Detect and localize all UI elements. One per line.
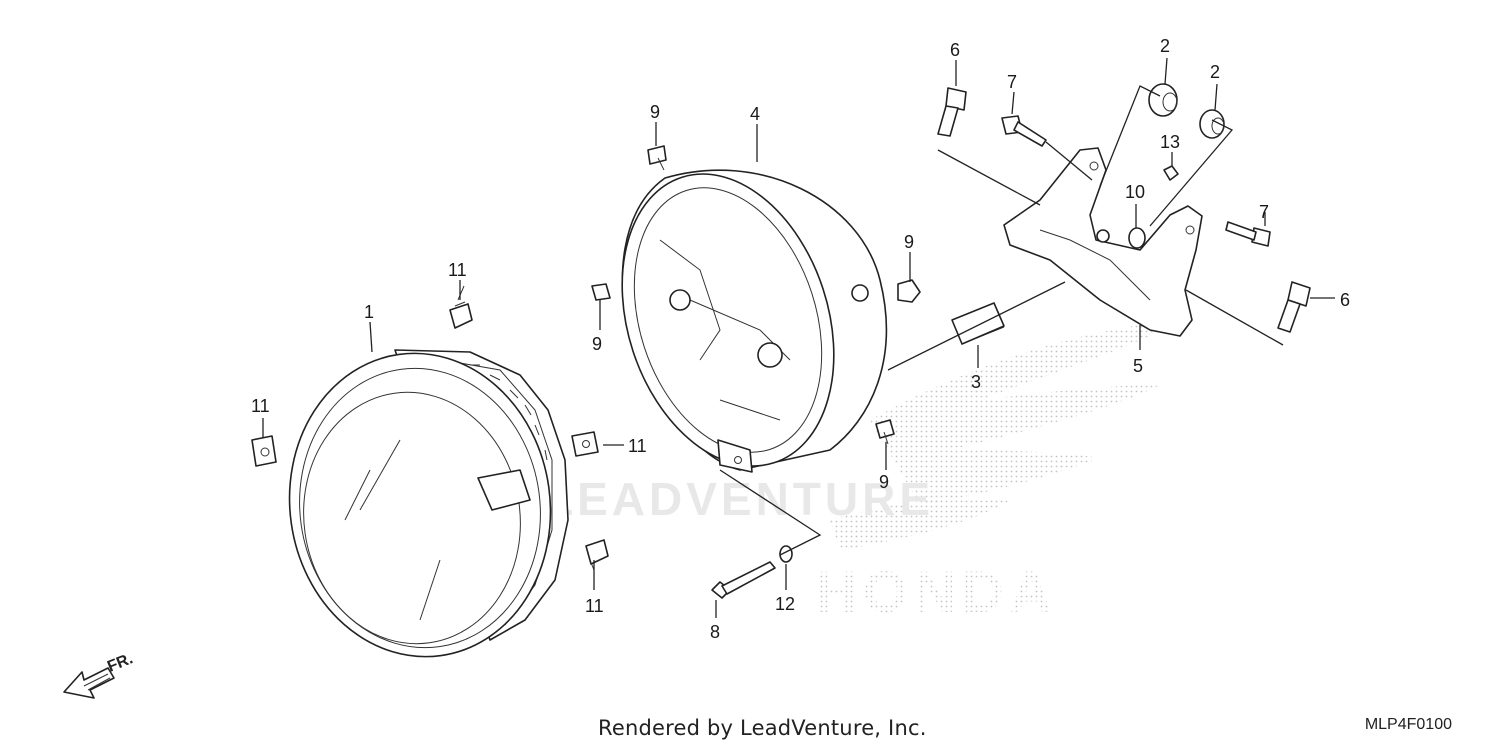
spring-3 bbox=[951, 302, 1005, 345]
bolt-7-b bbox=[1225, 221, 1271, 247]
screw-9-d bbox=[875, 419, 895, 445]
callout-11d: 11 bbox=[585, 596, 604, 616]
collar-10 bbox=[1128, 227, 1146, 249]
bolt-6-a bbox=[937, 87, 967, 137]
callout-13: 13 bbox=[1160, 132, 1180, 152]
callout-3: 3 bbox=[971, 372, 981, 392]
callout-2a: 2 bbox=[1160, 36, 1170, 56]
callout-9d: 9 bbox=[879, 472, 889, 492]
leader-lines bbox=[262, 57, 1335, 618]
headlight-stay bbox=[1003, 147, 1203, 337]
bolt-7-a bbox=[1001, 115, 1047, 147]
callout-2b: 2 bbox=[1210, 62, 1220, 82]
callout-11a: 11 bbox=[448, 260, 467, 280]
headlight-case bbox=[621, 169, 888, 473]
clip-11-left bbox=[251, 435, 277, 467]
callout-7b: 7 bbox=[1259, 202, 1269, 222]
callout-10: 10 bbox=[1125, 182, 1145, 202]
screw-9-a bbox=[647, 145, 667, 171]
bolt-6-b bbox=[1277, 281, 1311, 333]
clip-11-bottom bbox=[585, 539, 609, 571]
callout-11c: 11 bbox=[628, 436, 647, 456]
render-credit: Rendered by LeadVenture, Inc. bbox=[598, 716, 927, 740]
front-label: FR. bbox=[105, 650, 135, 675]
watermark-brand: HONDA bbox=[815, 560, 1058, 625]
callout-9c: 9 bbox=[904, 232, 914, 252]
callout-12: 12 bbox=[775, 594, 795, 614]
callout-6b: 6 bbox=[1340, 290, 1350, 310]
nut-13 bbox=[1163, 165, 1179, 181]
diagram-code: MLP4F0100 bbox=[1364, 716, 1452, 733]
callout-7a: 7 bbox=[1007, 72, 1017, 92]
grommet-2-a bbox=[1148, 83, 1178, 117]
watermark-partner: LEADVENTURE bbox=[545, 473, 934, 525]
callout-11b: 11 bbox=[251, 396, 270, 416]
callout-8: 8 bbox=[710, 622, 720, 642]
bolt-8 bbox=[711, 561, 776, 599]
headlight-unit bbox=[288, 349, 569, 658]
callout-4: 4 bbox=[750, 104, 760, 124]
front-direction-indicator: FR. bbox=[63, 650, 135, 699]
callout-9a: 9 bbox=[650, 102, 660, 122]
clip-11-top bbox=[449, 285, 473, 329]
callout-1: 1 bbox=[364, 302, 374, 322]
callout-9b: 9 bbox=[592, 334, 602, 354]
clip-11-middle bbox=[571, 431, 599, 457]
callout-5: 5 bbox=[1133, 356, 1143, 376]
grommet-2-b bbox=[1199, 109, 1225, 139]
callout-6a: 6 bbox=[950, 40, 960, 60]
screw-9-b bbox=[591, 283, 611, 301]
callout-labels: 1 2 2 3 4 5 6 6 7 7 8 9 9 9 9 10 11 11 1… bbox=[251, 36, 1350, 642]
nut-9-c bbox=[897, 279, 921, 303]
